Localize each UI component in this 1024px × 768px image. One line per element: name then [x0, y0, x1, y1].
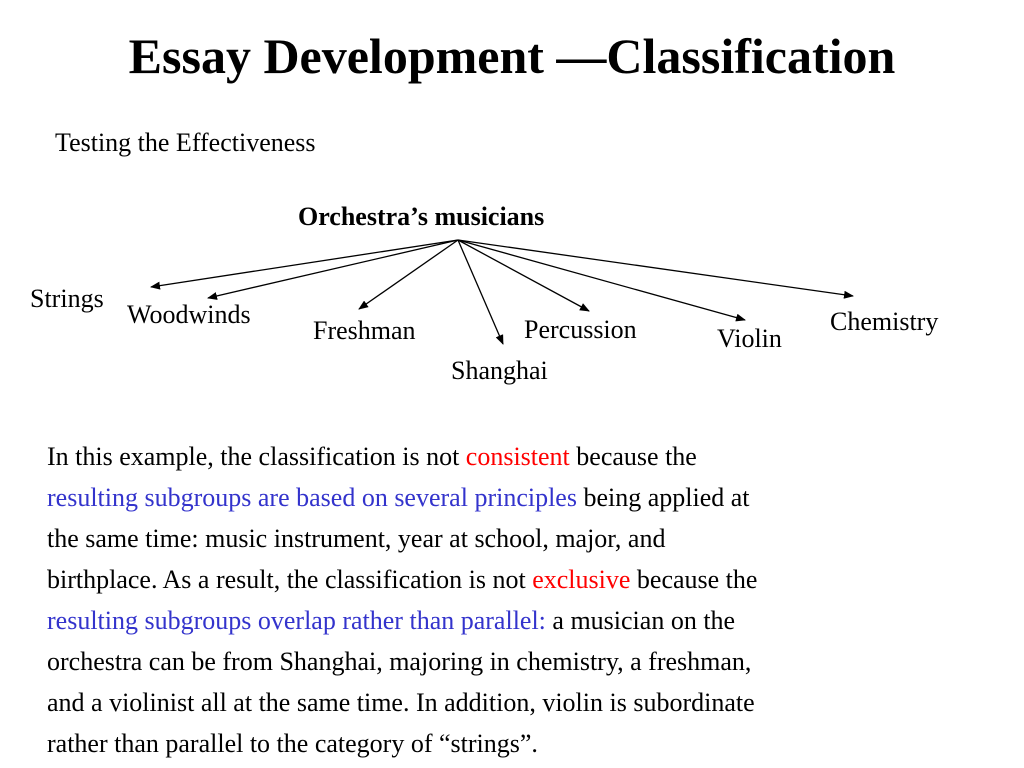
term-exclusive: exclusive	[532, 565, 631, 594]
node-violin: Violin	[717, 324, 782, 353]
node-percussion: Percussion	[524, 315, 637, 344]
paragraph-line-8: rather than parallel to the category of …	[47, 729, 538, 758]
paragraph-line-2: resulting subgroups are based on several…	[47, 483, 750, 512]
paragraph-line-6: orchestra can be from Shanghai, majoring…	[47, 647, 752, 676]
slide-subtitle: Testing the Effectiveness	[55, 128, 316, 157]
node-freshman: Freshman	[313, 316, 416, 345]
node-strings: Strings	[30, 284, 104, 313]
diagram-root-node: Orchestra’s musicians	[298, 202, 545, 231]
arrow-to-woodwinds	[207, 239, 459, 300]
phrase-overlap: resulting subgroups overlap rather than …	[47, 606, 546, 635]
arrow-to-strings	[150, 239, 459, 290]
node-shanghai: Shanghai	[451, 356, 548, 385]
term-consistent: consistent	[465, 442, 570, 471]
arrow-to-violin	[457, 239, 746, 322]
paragraph-line-7: and a violinist all at the same time. In…	[47, 688, 755, 717]
arrow-to-freshman	[358, 239, 459, 310]
paragraph-line-1: In this example, the classification is n…	[47, 442, 697, 471]
explanation-paragraph: In this example, the classification is n…	[47, 436, 997, 764]
arrow-to-shanghai	[457, 239, 504, 345]
slide-title: Essay Development —Classification	[128, 28, 896, 84]
paragraph-line-3: the same time: music instrument, year at…	[47, 524, 666, 553]
arrow-to-percussion	[457, 239, 590, 312]
phrase-several-principles: resulting subgroups are based on several…	[47, 483, 577, 512]
node-woodwinds: Woodwinds	[127, 300, 251, 329]
paragraph-line-4: birthplace. As a result, the classificat…	[47, 565, 758, 594]
paragraph-line-5: resulting subgroups overlap rather than …	[47, 606, 736, 635]
node-chemistry: Chemistry	[830, 307, 939, 336]
arrow-to-chemistry	[457, 239, 854, 299]
